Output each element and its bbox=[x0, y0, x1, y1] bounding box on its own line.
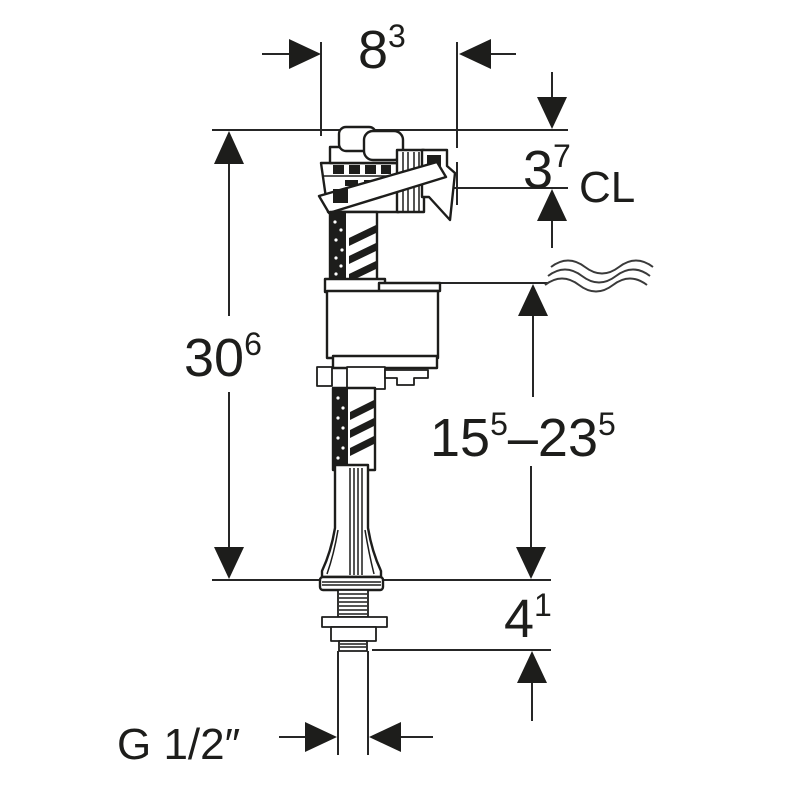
thread-tip-lines bbox=[340, 643, 366, 648]
dim-height-label: 306 bbox=[184, 326, 262, 388]
float-bracket-mid bbox=[346, 366, 386, 390]
arrow-right-icon bbox=[305, 722, 337, 752]
mounting-nut bbox=[321, 616, 388, 628]
dim-offset-label: 37 bbox=[523, 138, 571, 200]
inlet-pipe bbox=[337, 651, 369, 755]
valve-cap-right bbox=[362, 129, 405, 162]
centerline-label: CL bbox=[579, 163, 635, 212]
fill-valve-artwork bbox=[316, 125, 457, 755]
dot-texture bbox=[333, 220, 344, 276]
stem-lines bbox=[349, 468, 363, 575]
arrow-right-icon bbox=[289, 39, 321, 69]
water-level-icon bbox=[544, 259, 654, 293]
flange-lines bbox=[322, 581, 381, 586]
float-cup bbox=[325, 289, 440, 360]
upper-shaft-dotted-strip bbox=[331, 213, 346, 281]
dim-width-label: 83 bbox=[358, 18, 406, 80]
thread-size-label: G 1/2″ bbox=[117, 720, 240, 769]
shank-thread-lines bbox=[339, 593, 367, 615]
clamp-lever-arm bbox=[317, 160, 448, 215]
arrow-down-icon bbox=[537, 97, 567, 129]
nut-collar bbox=[330, 626, 377, 642]
base-flange bbox=[318, 575, 385, 592]
head-port bbox=[333, 189, 348, 203]
arrow-up-icon bbox=[517, 651, 547, 683]
arrow-up-icon bbox=[214, 131, 244, 164]
dot-texture bbox=[336, 396, 345, 460]
dim-range-label: 155–235 bbox=[430, 406, 616, 468]
arrow-down-icon bbox=[214, 547, 244, 579]
upper-shaft-thread-hatch bbox=[349, 225, 376, 282]
arrow-left-icon bbox=[369, 722, 401, 752]
lower-rod-thread-hatch bbox=[335, 400, 374, 490]
dim-shank-label: 41 bbox=[504, 587, 552, 649]
arrow-down-icon bbox=[516, 547, 546, 579]
arrow-up-icon bbox=[518, 284, 548, 316]
thread-tip bbox=[338, 640, 368, 652]
arrow-up-icon bbox=[537, 189, 567, 221]
arrow-left-icon bbox=[459, 39, 491, 69]
float-bracket-right bbox=[384, 369, 429, 386]
cone-inner-lines bbox=[326, 529, 375, 575]
dimension-arrows bbox=[214, 39, 567, 752]
lower-rod-dotted-strip bbox=[334, 389, 348, 467]
float-bracket-left bbox=[316, 366, 333, 387]
dimension-texts: 83 37 CL 306 155–235 41 G 1/2″ bbox=[117, 18, 635, 769]
